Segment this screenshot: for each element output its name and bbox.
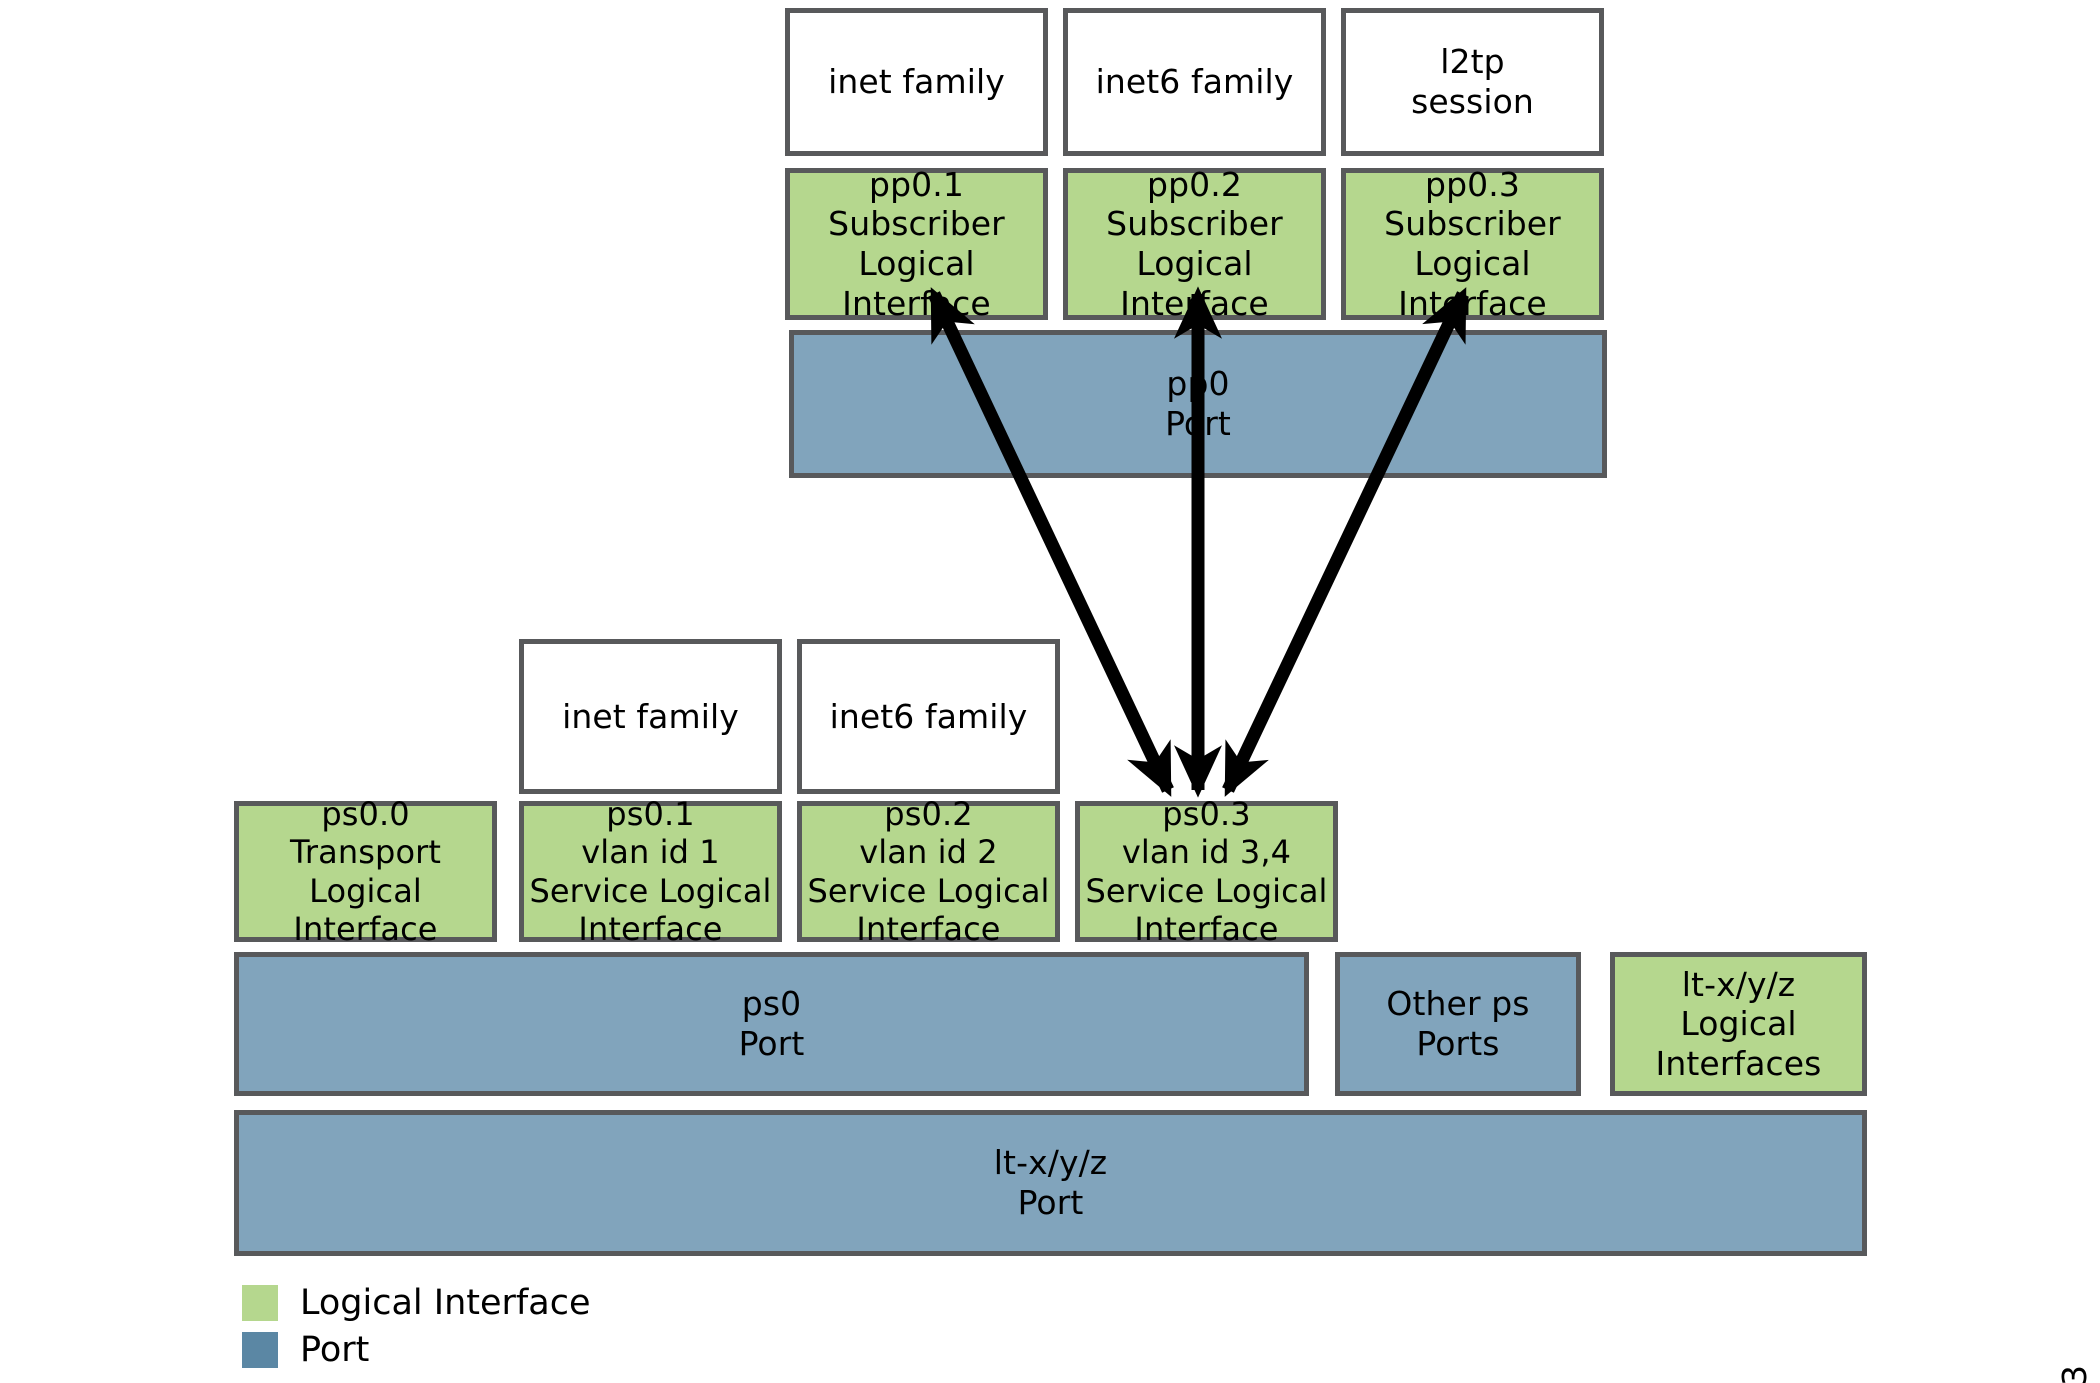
logical-interface-pp0-2: pp0.2 Subscriber Logical Interface (1063, 165, 1326, 323)
logical-interface-ps0-1: ps0.1 vlan id 1 Service Logical Interfac… (519, 795, 782, 948)
family-box-inet-top: inet family (785, 8, 1048, 156)
port-pp0: pp0 Port (789, 330, 1607, 478)
legend-item-port: Port (242, 1330, 369, 1370)
legend-label-port: Port (300, 1330, 370, 1370)
port-ps0: ps0 Port (234, 952, 1309, 1096)
legend-swatch-logical-interface (242, 1285, 278, 1321)
family-box-inet-bottom: inet family (519, 639, 782, 794)
family-box-inet6-bottom: inet6 family (797, 639, 1060, 794)
logical-interface-ps0-3: ps0.3 vlan id 3,4 Service Logical Interf… (1075, 795, 1338, 948)
legend-label-logical-interface: Logical Interface (300, 1283, 591, 1323)
legend-swatch-port (242, 1332, 278, 1368)
port-other-ps: Other ps Ports (1335, 952, 1581, 1096)
family-box-inet6-top: inet6 family (1063, 8, 1326, 156)
logical-interface-ps0-0: ps0.0 Transport Logical Interface (234, 795, 497, 948)
figure-id-watermark: g042923 (2055, 1365, 2094, 1383)
port-lt-xyz: lt-x/y/z Port (234, 1110, 1867, 1256)
logical-interface-ps0-2: ps0.2 vlan id 2 Service Logical Interfac… (797, 795, 1060, 948)
family-box-l2tp-session: l2tp session (1341, 8, 1604, 156)
legend-item-logical-interface: Logical Interface (242, 1283, 590, 1323)
logical-interface-pp0-3: pp0.3 Subscriber Logical Interface (1341, 165, 1604, 323)
logical-interface-pp0-1: pp0.1 Subscriber Logical Interface (785, 165, 1048, 323)
logical-interfaces-lt-xyz: lt-x/y/z Logical Interfaces (1610, 952, 1867, 1096)
